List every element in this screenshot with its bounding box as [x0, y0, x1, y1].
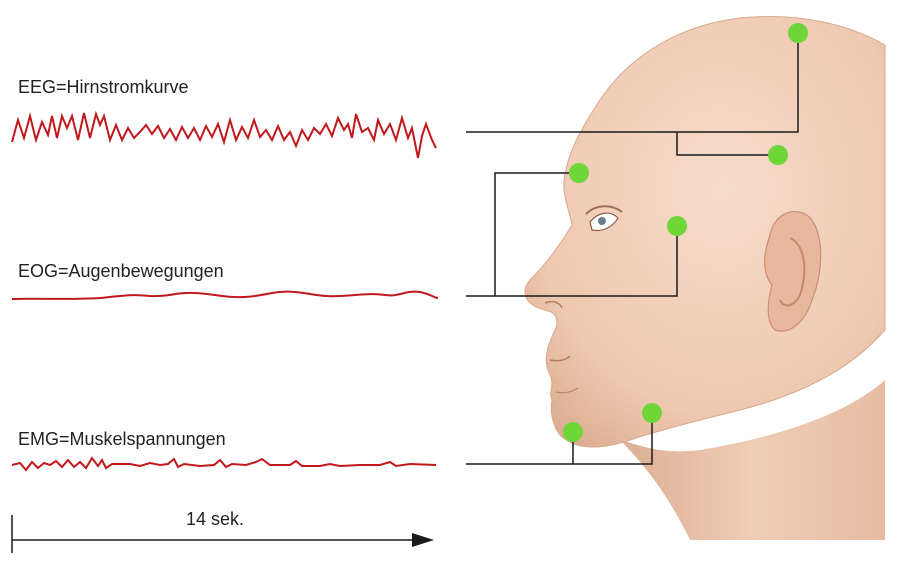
emg-wire: [466, 413, 653, 465]
electrode-wires: [466, 33, 799, 465]
eeg-label: EEG=Hirnstromkurve: [18, 77, 189, 97]
neck: [620, 380, 885, 540]
eog-trace: [11, 290, 439, 300]
time-span-label: 14 sek.: [186, 509, 245, 529]
eog-wire: [466, 172, 579, 297]
eeg-wire-branch: [676, 132, 778, 156]
head: [524, 16, 886, 448]
electrode-dot: [788, 23, 808, 43]
ear: [764, 211, 822, 332]
eog-label: EOG=Augenbewegungen: [18, 261, 224, 281]
eeg-wire: [466, 33, 799, 133]
time-axis-arrow-icon: [412, 533, 434, 547]
electrode-dot: [642, 403, 662, 423]
eeg-trace: [11, 110, 437, 159]
emg-trace: [11, 456, 437, 472]
electrodes: [563, 23, 808, 442]
eog-wire-branch: [495, 226, 678, 297]
emg-label: EMG=Muskelspannungen: [18, 429, 226, 449]
electrode-dot: [768, 145, 788, 165]
electrode-dot: [667, 216, 687, 236]
electrode-dot: [569, 163, 589, 183]
electrode-dot: [563, 422, 583, 442]
